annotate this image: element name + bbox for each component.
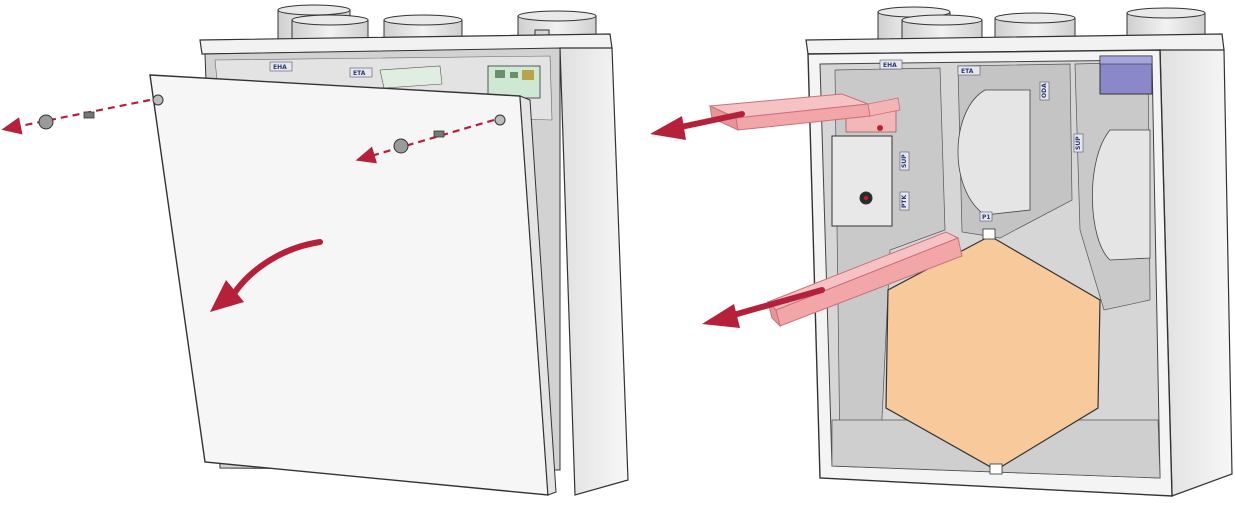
washer-icon [393,138,409,154]
unit-left-label-eta: ETA [349,67,373,78]
label-text: P1 [982,214,991,221]
unit-left: EHA ETA [1,4,629,496]
front-cover [149,74,549,496]
screw-removal-right [355,118,495,164]
label-text: SUP [1075,136,1082,150]
unit-left-side-panel [559,47,629,496]
unit-right: EHA ETA ODA SUP SUP PTK P1 [650,6,1233,497]
label-text: PTK [901,195,908,208]
label-text: SUP [901,154,908,168]
washer-icon [38,114,54,130]
cover-screw-hole [152,94,164,106]
cover-swing-arrowhead [210,280,244,312]
control-board [487,65,541,99]
unit-right-label-ptk: PTK [899,191,910,211]
screw-removal-left [1,98,151,135]
screw-icon [433,130,445,138]
electrical-box [831,135,893,227]
fan-housing [1091,129,1151,261]
cover-swing-arrow [227,239,323,303]
cover-screw-hole [494,114,506,126]
unit-right-label-eta: ETA [957,65,981,76]
fan-housing [957,89,1031,216]
unit-right-label-oda: ODA [1039,81,1050,101]
unit-left-label-eha: EHA [269,61,293,72]
control-box [1099,55,1153,95]
label-text: ETA [353,70,366,77]
label-text: ETA [961,68,974,75]
label-text: EHA [883,62,897,69]
label-text: ODA [1041,83,1048,98]
unit-right-label-sup-1: SUP [1073,133,1084,153]
screw-icon [83,111,95,119]
filter-upper-arrow [650,111,745,140]
unit-right-label-p1: P1 [979,211,993,222]
filter-lower-arrow [702,287,825,328]
label-text: EHA [273,64,287,71]
unit-right-label-sup-2: SUP [899,151,910,171]
unit-right-label-eha: EHA [879,59,903,70]
